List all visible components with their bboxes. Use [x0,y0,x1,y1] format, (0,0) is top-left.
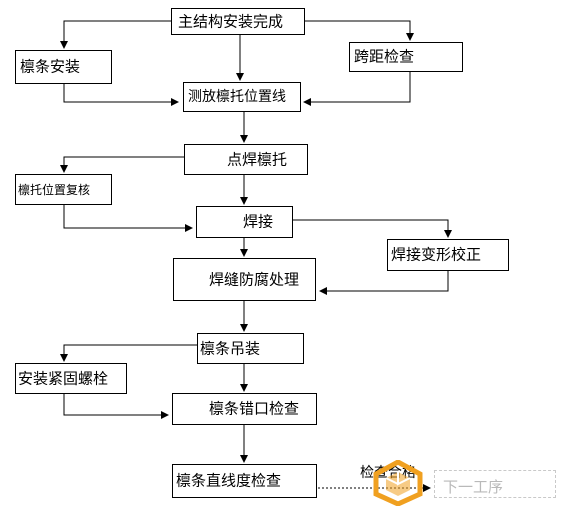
node-purlin-hoist: 檩条吊装 [197,333,304,364]
watermark-logo-icon [373,460,423,506]
node-purlin-install-label: 檩条安装 [20,57,81,76]
edge-spot-weld-to-position-recheck [60,156,184,173]
node-weld-deformation: 焊接变形校正 [387,239,509,271]
node-spot-weld: 点焊檩托 [184,144,308,175]
node-fasten-bolts: 安装紧固螺栓 [15,363,127,394]
edge-welding-to-weld-deformation [290,219,452,238]
node-next-step-label: 下一工序 [443,478,504,496]
edge-main-to-purlin-install [60,20,171,49]
node-straightness-check-label: 檩条直线度检查 [176,471,282,490]
node-misalign-check: 檩条错口检查 [172,393,317,425]
edge-span-check-to-measure-line [303,72,411,106]
node-measure-line: 测放檩托位置线 [183,82,301,112]
node-anticorrosion: 焊缝防腐处理 [173,258,316,301]
node-misalign-check-label: 檩条错口检查 [209,399,300,418]
node-purlin-hoist-label: 檩条吊装 [200,339,261,357]
edge-main-to-span-check [305,20,414,41]
edge-purlin-install-to-measure-line [63,84,179,106]
edge-purlin-hoist-to-fasten-bolts [60,344,197,362]
edge-fasten-bolts-to-misalign-check [63,394,169,419]
node-span-check-label: 跨距检查 [354,47,415,66]
node-main-structure-label: 主结构安装完成 [178,12,284,30]
node-weld-deformation-label: 焊接变形校正 [391,245,482,264]
node-position-recheck: 檩托位置复核 [15,174,112,205]
node-position-recheck-label: 檩托位置复核 [18,182,91,197]
node-measure-line-label: 测放檩托位置线 [188,89,286,105]
node-purlin-install: 檩条安装 [15,50,112,84]
node-fasten-bolts-label: 安装紧固螺栓 [18,369,109,387]
node-main-structure: 主结构安装完成 [171,8,305,35]
node-spot-weld-label: 点焊檩托 [227,150,288,168]
node-welding-label: 焊接 [243,212,274,231]
node-span-check: 跨距检查 [349,42,463,72]
node-anticorrosion-label: 焊缝防腐处理 [209,270,300,288]
edge-position-recheck-to-welding [63,205,193,232]
node-next-step: 下一工序 [434,470,556,498]
node-straightness-check: 檩条直线度检查 [172,464,317,498]
node-welding: 焊接 [196,206,293,238]
edge-weld-deformation-to-anticorrosion [319,271,449,295]
